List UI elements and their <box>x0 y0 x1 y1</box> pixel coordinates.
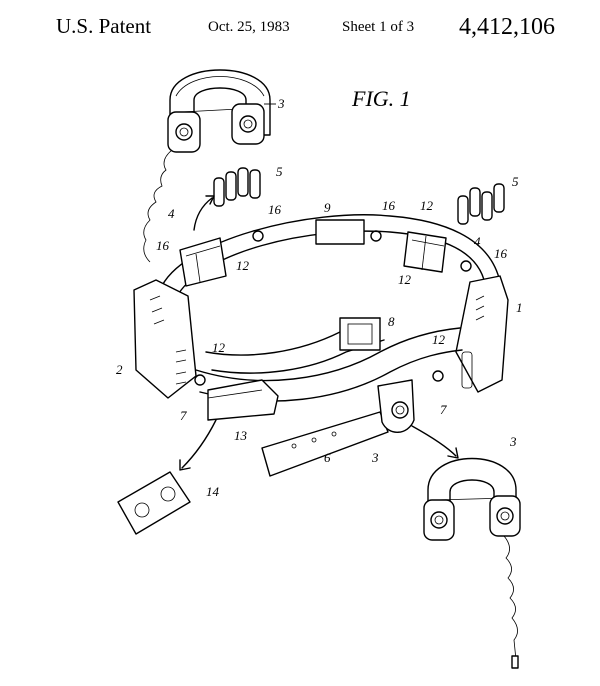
label-9: 9 <box>324 200 331 215</box>
cassette-box-13 <box>207 379 279 421</box>
label-2: 2 <box>116 362 123 377</box>
belt-front <box>195 327 461 382</box>
belt-segment-9 <box>315 219 365 245</box>
label-3-top: 3 <box>277 96 285 111</box>
rivet-16-c <box>460 260 472 272</box>
patent-label: U.S. Patent <box>56 14 152 38</box>
rivet-7-right <box>432 370 444 382</box>
label-7-left: 7 <box>180 408 187 423</box>
battery-box-left <box>179 237 227 287</box>
label-4-right: 4 <box>474 234 481 249</box>
rivet-16-a <box>252 230 264 242</box>
coiled-cord-bottom <box>503 535 518 661</box>
receiver-unit-right <box>455 275 509 393</box>
buckle-strap <box>205 317 381 356</box>
headphone-clip-middle <box>377 379 415 433</box>
headphone-bottom <box>423 457 521 541</box>
patent-number: 4,412,106 <box>459 14 555 40</box>
label-12-a: 12 <box>236 258 250 273</box>
strap-6 <box>261 411 389 477</box>
label-12-e: 12 <box>212 340 226 355</box>
label-5-right: 5 <box>512 174 519 189</box>
label-5-left: 5 <box>276 164 283 179</box>
headphone-top <box>167 69 276 153</box>
receiver-unit-left <box>133 279 197 399</box>
cassette-14 <box>117 471 191 535</box>
arrow-left-battery <box>193 197 213 231</box>
cord-plug <box>511 655 519 669</box>
batteries-right <box>457 183 505 225</box>
rivet-7-left <box>194 374 206 386</box>
label-4-left: 4 <box>168 206 175 221</box>
buckle-8 <box>339 317 381 351</box>
label-16-c: 16 <box>494 246 508 261</box>
label-13: 13 <box>234 428 248 443</box>
patent-date: Oct. 25, 1983 <box>208 19 290 35</box>
label-7-right: 7 <box>440 402 447 417</box>
arrow-to-cassette <box>181 419 217 469</box>
label-3-bottom: 3 <box>509 434 517 449</box>
label-6: 6 <box>324 450 331 465</box>
label-12-c: 12 <box>398 272 412 287</box>
label-14: 14 <box>206 484 220 499</box>
label-16-b: 16 <box>382 198 396 213</box>
label-8: 8 <box>388 314 395 329</box>
label-16-d: 16 <box>156 238 170 253</box>
label-3-middle: 3 <box>371 450 379 465</box>
coiled-cord-top <box>143 149 173 263</box>
label-12-b: 12 <box>420 198 434 213</box>
arrow-to-headphone <box>411 425 457 457</box>
rivet-16-b <box>370 230 382 242</box>
label-1: 1 <box>516 300 523 315</box>
sheet-indicator: Sheet 1 of 3 <box>342 19 415 35</box>
figure-title: FIG. 1 <box>351 86 411 111</box>
batteries-left <box>213 167 261 207</box>
battery-box-right <box>403 231 447 273</box>
label-16-a: 16 <box>268 202 282 217</box>
label-12-d: 12 <box>432 332 446 347</box>
